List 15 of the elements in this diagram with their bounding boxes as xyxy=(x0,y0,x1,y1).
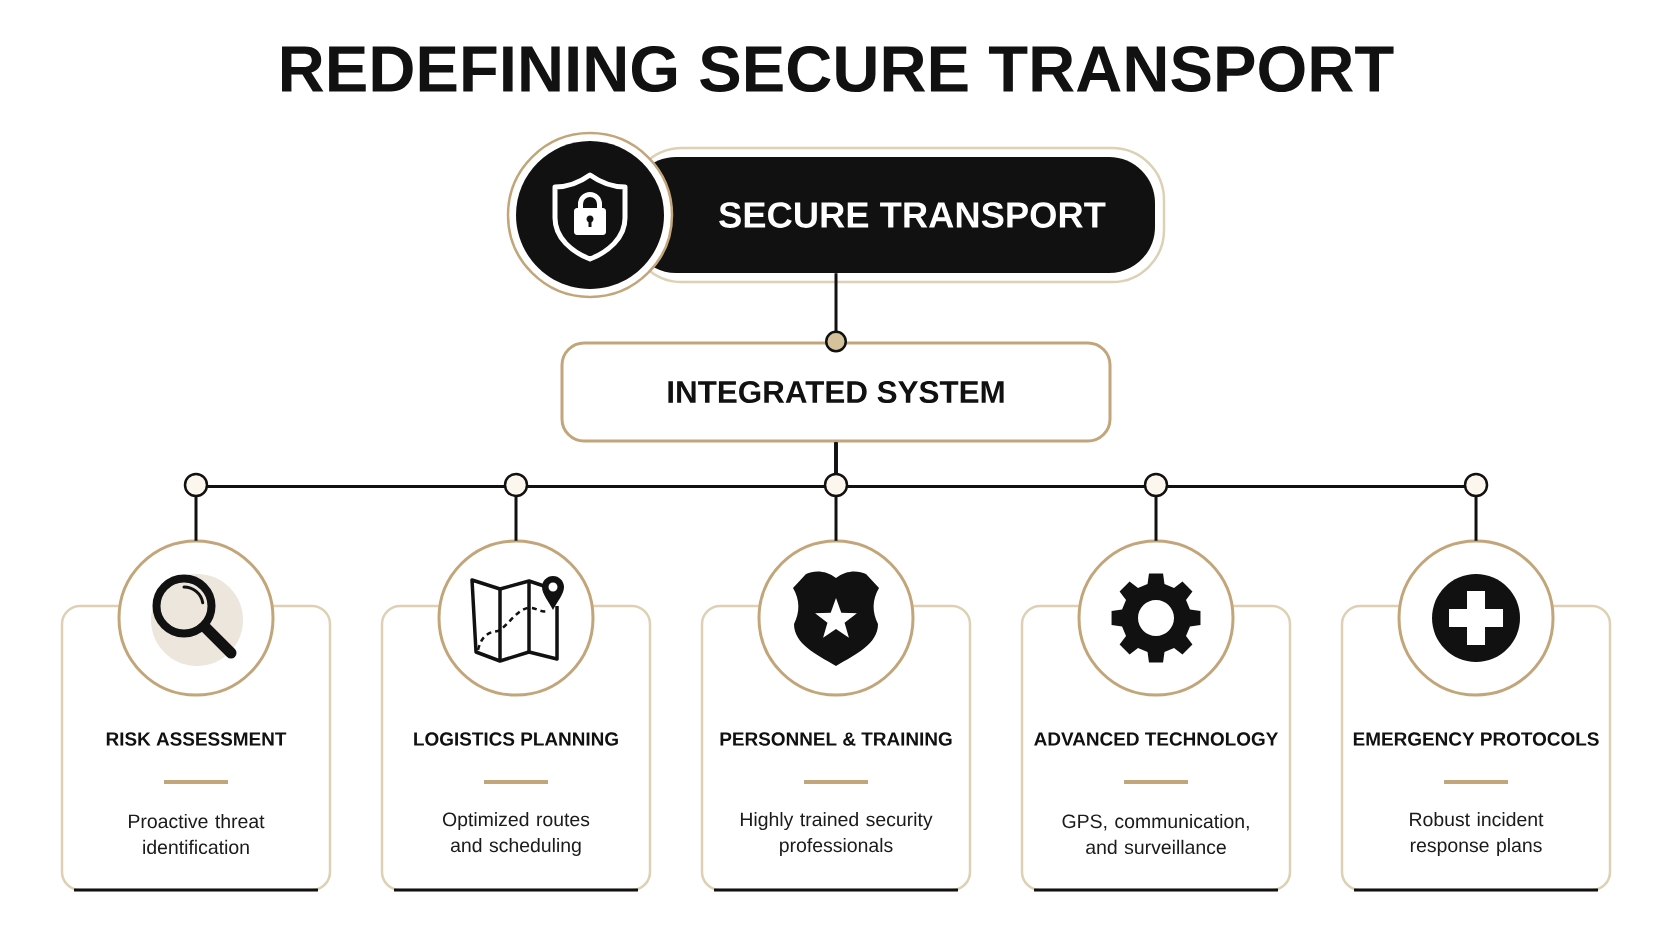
card-heading: PERSONNEL & TRAINING xyxy=(720,732,952,746)
process-box: INTEGRATED SYSTEM xyxy=(560,341,1112,443)
banner: SECURE TRANSPORT xyxy=(628,146,1166,284)
card-text: Optimized routes and scheduling xyxy=(442,812,590,856)
card-heading: EMERGENCY PROTOCOLS xyxy=(1353,732,1599,746)
card-text: Proactive threat identification xyxy=(129,813,265,855)
card-heading: LOGISTICS PLANNING xyxy=(414,732,618,746)
card-text: GPS, communication, and surveillance xyxy=(1062,813,1249,855)
connector xyxy=(834,442,1478,541)
card-text: Robust incident response plans xyxy=(1410,812,1544,856)
card-text: Highly trained security professionals xyxy=(740,812,933,856)
card-heading: ADVANCED TECHNOLOGY xyxy=(1034,732,1278,746)
title: REDEFINING SECURE TRANSPORT xyxy=(282,45,1394,93)
connector xyxy=(825,273,847,353)
card-heading: RISK ASSESSMENT xyxy=(106,732,287,746)
